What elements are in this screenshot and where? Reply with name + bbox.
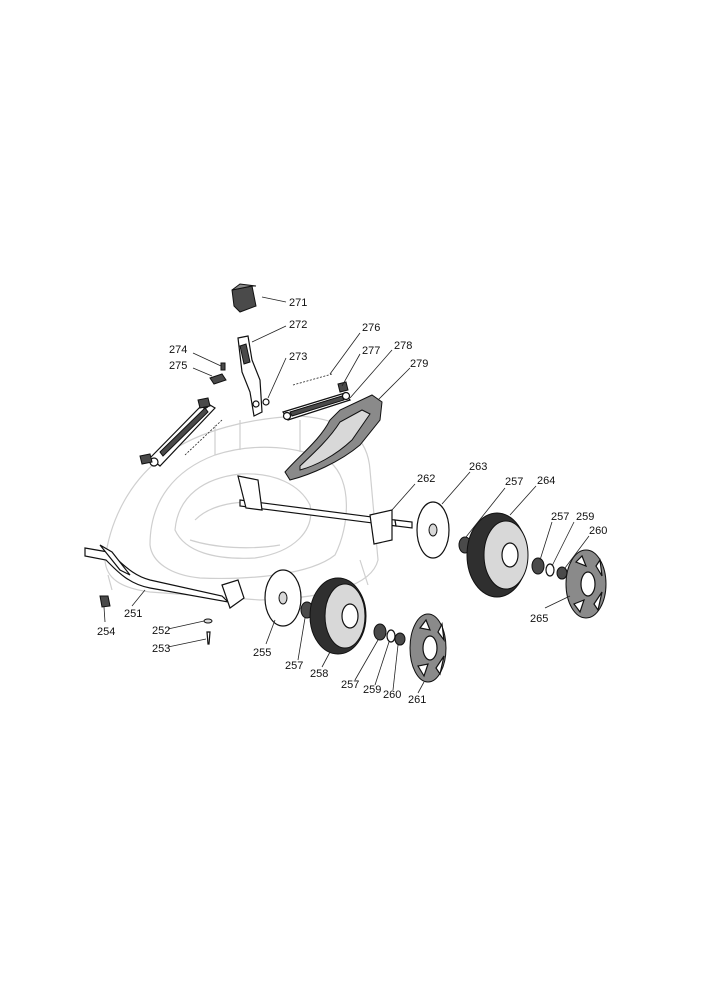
callout-labels: 271 272 273 274 275 276 277 278 279 262 …: [97, 297, 607, 706]
part-258-front-wheel: [309, 577, 367, 655]
callout-273: 273: [289, 351, 307, 363]
callout-258: 258: [310, 668, 328, 680]
callout-257-front-inner: 257: [285, 660, 303, 672]
callout-252: 252: [152, 625, 170, 637]
bearings-257: [300, 536, 545, 641]
part-272-lever: [237, 335, 263, 417]
disc-255-hole: [278, 591, 288, 605]
callout-259-front: 259: [363, 684, 381, 696]
part-273-washer: [262, 398, 270, 406]
callout-259-rear: 259: [576, 511, 594, 523]
part-262-rear-axle: [237, 475, 413, 545]
callout-276: 276: [362, 322, 380, 334]
callout-265: 265: [530, 613, 548, 625]
callout-277: 277: [362, 345, 380, 357]
part-274-275-clips: [209, 362, 227, 385]
part-264-rear-wheel: [466, 512, 529, 598]
part-277-nut: [337, 381, 349, 393]
callout-257-rear-outer: 257: [551, 511, 569, 523]
callout-279: 279: [410, 358, 428, 370]
callout-275: 275: [169, 360, 187, 372]
part-279-cover: [284, 394, 383, 481]
callout-278: 278: [394, 340, 412, 352]
callout-255: 255: [253, 647, 271, 659]
callout-274: 274: [169, 344, 187, 356]
part-265-hubcap: [565, 549, 607, 619]
parts-252-254-small: [99, 595, 213, 645]
callout-253: 253: [152, 643, 170, 655]
part-271-cap: [231, 283, 257, 313]
callout-272: 272: [289, 319, 307, 331]
washers-nuts-259-260: [386, 563, 568, 646]
callout-257-rear-inner: 257: [505, 476, 523, 488]
callout-260-rear: 260: [589, 525, 607, 537]
springs: [184, 373, 333, 456]
callout-257-front-outer: 257: [341, 679, 359, 691]
callout-251: 251: [124, 608, 142, 620]
disc-263-hole: [428, 523, 438, 537]
part-251-front-axle: [84, 544, 245, 609]
part-261-hubcap: [409, 613, 447, 683]
callout-254: 254: [97, 626, 115, 638]
callout-263: 263: [469, 461, 487, 473]
callout-260-front: 260: [383, 689, 401, 701]
callout-264: 264: [537, 475, 555, 487]
callout-262: 262: [417, 473, 435, 485]
callout-271: 271: [289, 297, 307, 309]
leader-lines: [103, 296, 590, 694]
callout-261: 261: [408, 694, 426, 706]
left-height-arm: [139, 397, 216, 467]
part-278-arm: [282, 391, 351, 421]
